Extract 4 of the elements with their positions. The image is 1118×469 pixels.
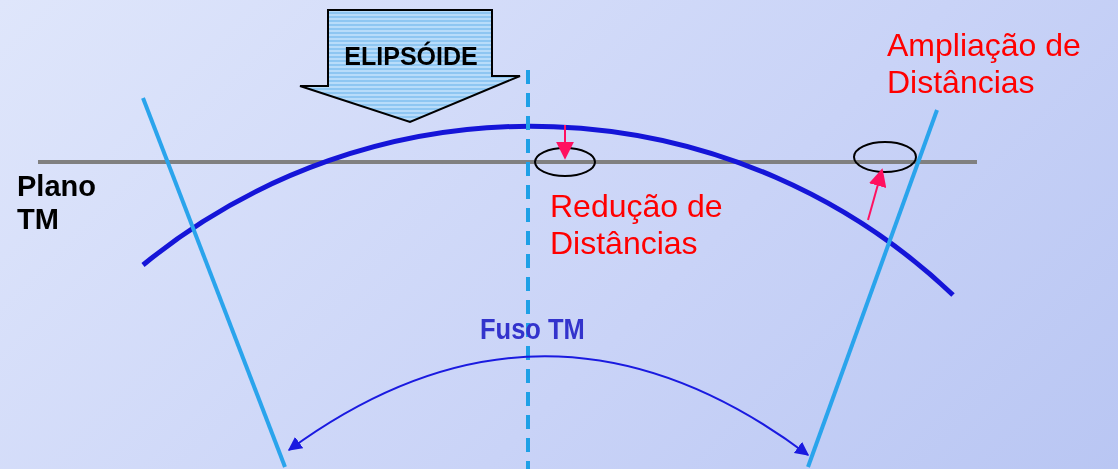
label-text: Redução de Distâncias (550, 188, 724, 262)
label-text: Ampliação de Distâncias (887, 27, 1082, 101)
block-arrow-label: ELIPSÓIDE (343, 42, 479, 71)
label-text: Plano TM (17, 170, 97, 237)
